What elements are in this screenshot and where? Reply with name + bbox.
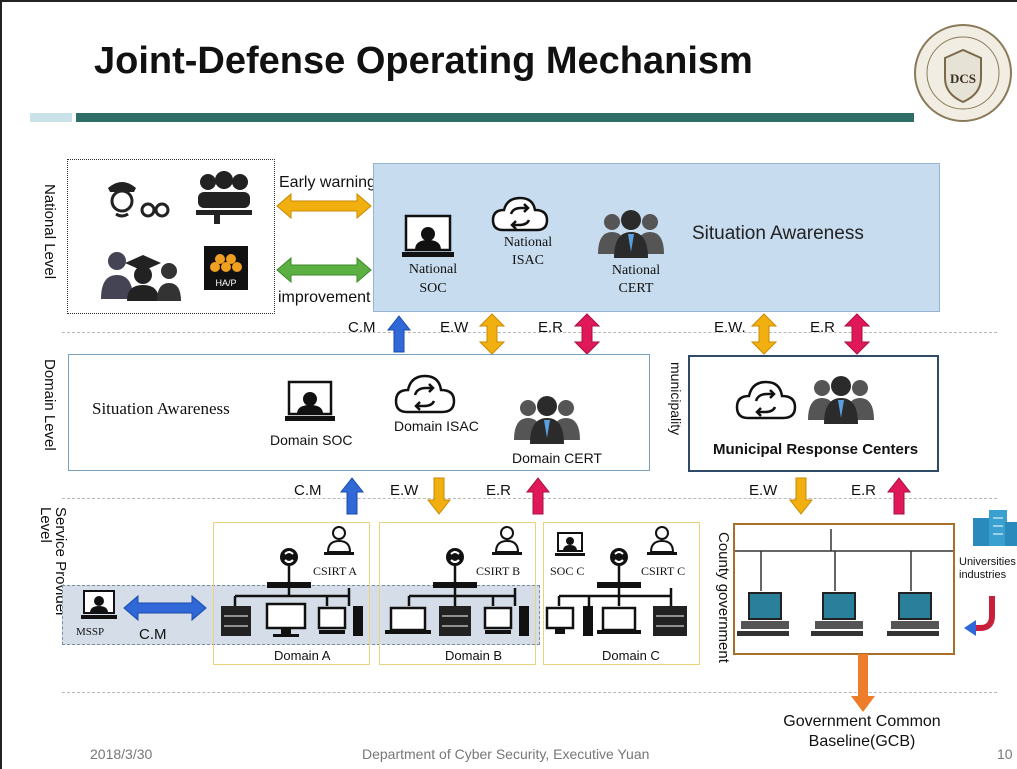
domain-isac-cloud-icon	[394, 374, 456, 414]
domain-b-label: Domain B	[445, 648, 503, 663]
er-label: E.R	[538, 319, 564, 336]
domain-isac-label: Domain ISAC	[394, 418, 479, 434]
national-soc-label-line1: National	[408, 262, 458, 277]
county-network-diagram	[735, 529, 953, 636]
service-er-label: E.R	[486, 482, 512, 499]
early-warning-arrow	[276, 192, 372, 220]
national-cert-team-icon	[598, 210, 664, 258]
soc-c-label: SOC C	[550, 564, 585, 578]
municipal-cert-team-icon	[808, 376, 874, 424]
cm-label: C.M	[348, 319, 376, 336]
gcb-label-line2: Baseline(GCB)	[808, 733, 916, 750]
buildings-icon	[973, 510, 1017, 546]
domain-soc-icon	[285, 380, 335, 421]
county-pc-icon	[737, 592, 789, 636]
county-government-box	[733, 523, 955, 655]
mssp-icon	[81, 590, 117, 619]
national-situation-awareness-label: Situation Awareness	[692, 223, 864, 244]
national-isac-cloud-icon	[491, 196, 549, 232]
national-soc-icon	[402, 214, 454, 257]
accent-bar-light	[30, 113, 72, 122]
csirt-b-icon	[492, 526, 522, 555]
government-agencies-box	[67, 159, 275, 314]
domain-b-network-diagram	[385, 548, 529, 636]
domain-a-label: Domain A	[274, 648, 331, 663]
county-government-label: County government	[715, 532, 732, 663]
improvement-arrow	[276, 256, 372, 284]
domain-soc-label: Domain SOC	[270, 432, 353, 448]
accent-bar-dark	[76, 113, 914, 122]
hap-badge-text: HA/P	[215, 278, 236, 288]
csirt-c-label: CSIRT C	[641, 564, 686, 578]
ew-label: E.W	[440, 319, 469, 336]
county-ew-label: E.W	[749, 482, 778, 499]
service-er-up-arrow	[525, 477, 551, 515]
national-level-label: National Level	[41, 184, 58, 280]
early-warning-label: Early warning	[279, 174, 376, 191]
csirt-c-icon	[647, 526, 677, 555]
county-er-up-arrow	[886, 477, 912, 515]
national-cert-label-line2: CERT	[618, 281, 654, 296]
level-divider	[62, 332, 997, 333]
service-ew-label: E.W	[390, 482, 419, 499]
national-soc-label-line2: SOC	[419, 281, 447, 296]
hap-badge-icon: HA/P	[204, 246, 248, 290]
footer-date: 2018/3/30	[90, 746, 153, 762]
gcb-label-line1: Government Common	[783, 713, 941, 730]
county-pc-icon	[811, 592, 863, 636]
footer-organization: Department of Cyber Security, Executive …	[362, 746, 650, 762]
municipality-label: municipality	[668, 362, 684, 436]
municipal-isac-cloud-icon	[735, 380, 797, 420]
county-er-label: E.R	[851, 482, 877, 499]
national-cert-label-line1: National	[611, 263, 661, 278]
ew-double-arrow	[478, 313, 506, 355]
gcb-down-arrow	[851, 654, 875, 712]
improvement-label: improvement	[278, 289, 371, 306]
universities-label: Universities	[959, 556, 1016, 568]
page-number: 10	[997, 746, 1013, 762]
er-double-arrow	[573, 313, 601, 355]
seal-logo-icon: DCS	[914, 24, 1012, 122]
county-ew-down-arrow	[788, 477, 814, 515]
domain-c-box	[543, 522, 700, 665]
municipal-ew-double-arrow	[750, 313, 778, 355]
military-icon	[196, 171, 252, 224]
csirt-a-icon	[324, 526, 354, 555]
domain-a-network-diagram	[221, 548, 363, 637]
officials-icon	[101, 252, 181, 301]
domain-level-label: Domain Level	[41, 359, 58, 451]
municipal-response-centers-label: Municipal Response Centers	[713, 441, 919, 458]
domain-c-label: Domain C	[602, 648, 660, 663]
mssp-cm-double-arrow	[123, 594, 207, 622]
national-isac-label-line1: National	[503, 235, 553, 250]
industries-label: industries	[959, 569, 1007, 581]
curved-return-arrow	[964, 596, 995, 636]
csirt-b-label: CSIRT B	[476, 564, 521, 578]
mssp-label: MSSP	[76, 626, 105, 638]
logo-text: DCS	[950, 71, 976, 86]
level-divider	[62, 692, 997, 693]
municipal-ew-label: E.W.	[714, 319, 746, 336]
page-title: Joint-Defense Operating Mechanism	[94, 40, 753, 82]
domain-cert-label: Domain CERT	[512, 450, 602, 466]
municipal-er-label: E.R	[810, 319, 836, 336]
soc-c-icon	[555, 532, 585, 556]
domain-c-network-diagram	[545, 548, 687, 636]
mssp-cm-label: C.M	[139, 626, 167, 643]
domain-a-box	[213, 522, 370, 665]
cm-up-arrow	[386, 315, 412, 353]
service-cm-label: C.M	[294, 482, 322, 499]
service-ew-down-arrow	[426, 477, 452, 515]
domain-cert-team-icon	[514, 396, 580, 444]
domain-b-box	[379, 522, 536, 665]
national-isac-label-line2: ISAC	[512, 253, 544, 268]
service-cm-up-arrow	[339, 477, 365, 515]
municipal-er-double-arrow	[843, 313, 871, 355]
police-icon	[108, 182, 170, 218]
level-divider	[62, 498, 997, 499]
county-pc-icon	[887, 592, 939, 636]
domain-situation-awareness-label: Situation Awareness	[92, 399, 230, 418]
csirt-a-label: CSIRT A	[313, 564, 358, 578]
